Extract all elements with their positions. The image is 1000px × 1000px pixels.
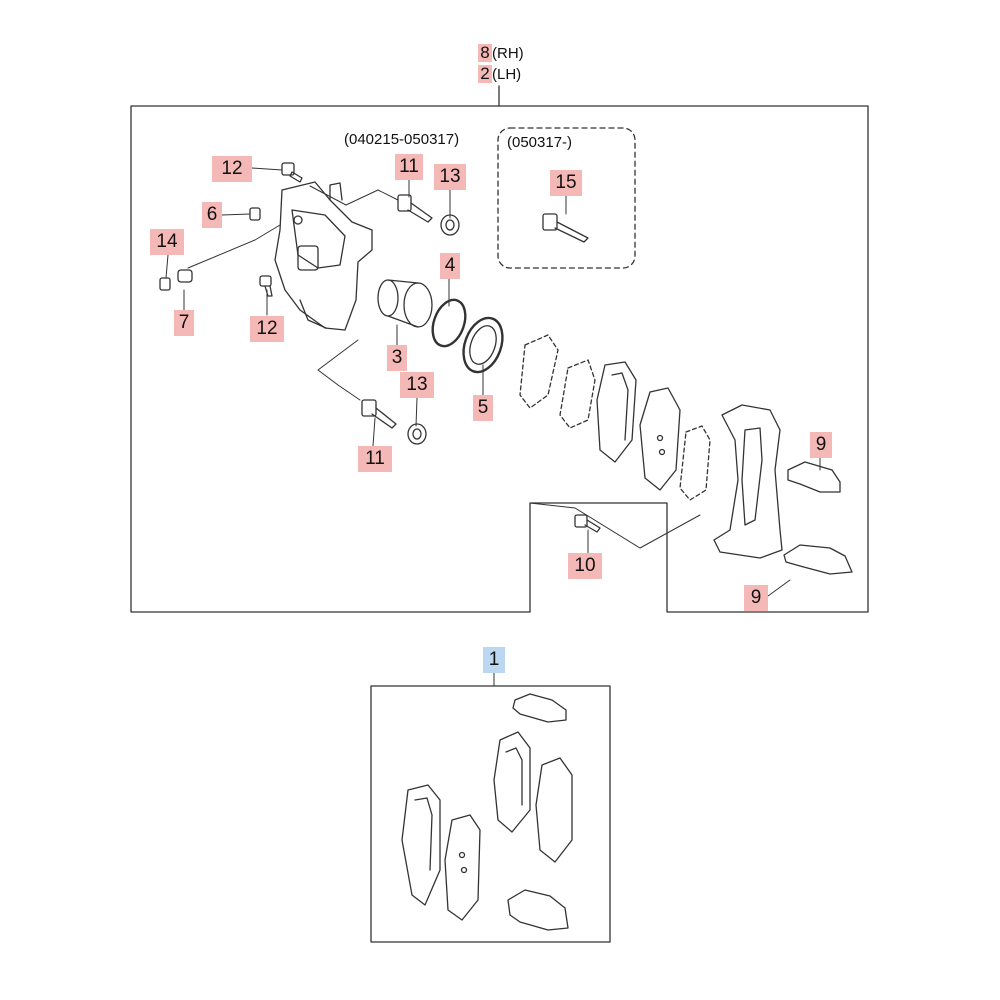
kit-clip-upper — [512, 693, 567, 723]
callout-8[interactable]: 8 — [478, 44, 492, 62]
callout-9-lower[interactable]: 9 — [744, 585, 768, 611]
inner-brake-pad — [639, 387, 681, 491]
callout-1-pad-kit[interactable]: 1 — [483, 647, 505, 673]
callout-11-upper[interactable]: 11 — [395, 154, 423, 180]
assembly-label-lh: 2(LH) — [478, 65, 521, 84]
callout-13-upper[interactable]: 13 — [434, 164, 466, 190]
caliper-carrier — [713, 404, 783, 559]
main-assembly-outline — [130, 105, 869, 613]
variant-dashed-box — [497, 127, 636, 269]
rh-text: (RH) — [492, 45, 524, 62]
assembly-label-rh: 8(RH) — [478, 44, 524, 63]
bolt-12-lower — [259, 275, 273, 297]
callout-2[interactable]: 2 — [478, 65, 492, 83]
cap-13-upper — [440, 214, 460, 236]
bleeder-cap-6 — [249, 207, 261, 221]
dust-boot-5 — [462, 316, 504, 374]
pad-clip-9-upper — [787, 461, 841, 493]
callout-10[interactable]: 10 — [568, 553, 602, 579]
guide-bolt-15 — [542, 213, 589, 243]
bleeder-screw-14 — [159, 277, 171, 291]
outer-brake-pad — [596, 361, 637, 463]
kit-pad-3 — [493, 731, 531, 833]
callout-6[interactable]: 6 — [202, 202, 222, 228]
guide-bolt-11-lower — [361, 399, 397, 429]
bolt-12-upper — [281, 162, 303, 183]
kit-pad-4 — [535, 757, 573, 863]
piston-3 — [377, 279, 433, 328]
piston-seal-4 — [431, 298, 467, 348]
callout-7[interactable]: 7 — [174, 310, 194, 336]
lh-text: (LH) — [492, 66, 522, 83]
outer-shim — [519, 334, 559, 409]
date-range-label-1: (040215-050317) — [344, 131, 460, 148]
callout-14[interactable]: 14 — [150, 229, 184, 255]
guide-bolt-11-upper — [397, 194, 433, 223]
callout-5[interactable]: 5 — [473, 395, 493, 421]
callout-4[interactable]: 4 — [440, 253, 460, 279]
bleeder-7 — [177, 269, 193, 283]
bracket-bolt-10 — [574, 514, 601, 533]
kit-clip-lower — [507, 889, 569, 931]
leader-lines — [165, 167, 821, 687]
outer-pad-backing — [559, 359, 596, 429]
callout-11-lower[interactable]: 11 — [358, 446, 392, 472]
inner-shim — [679, 425, 711, 501]
pad-clip-9-lower — [783, 544, 853, 575]
caliper-body — [274, 181, 373, 331]
callout-13-lower[interactable]: 13 — [400, 372, 434, 398]
callout-9-upper[interactable]: 9 — [810, 432, 832, 458]
kit-pad-2 — [444, 814, 481, 921]
callout-12-lower[interactable]: 12 — [250, 316, 284, 342]
kit-pad-1 — [401, 784, 441, 906]
callout-3[interactable]: 3 — [387, 345, 407, 371]
cap-13-lower — [407, 423, 427, 445]
date-range-label-2: (050317-) — [507, 134, 573, 151]
callout-15[interactable]: 15 — [550, 170, 582, 196]
pad-kit-outline — [370, 685, 611, 943]
callout-12-upper[interactable]: 12 — [212, 156, 252, 182]
